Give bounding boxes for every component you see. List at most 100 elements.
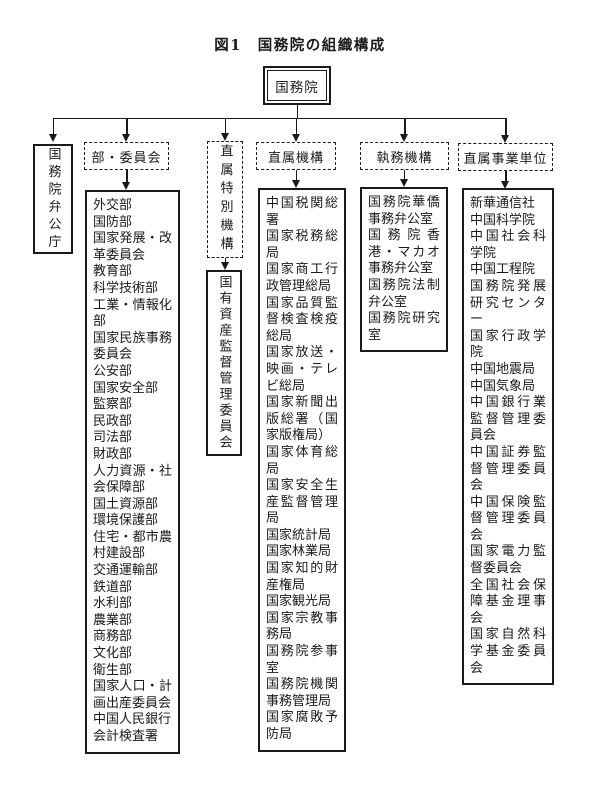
- root-label: 国務院: [267, 70, 327, 101]
- arrow-down-icon: [400, 134, 408, 142]
- org-item: 国家自然科学基金委員会: [470, 627, 546, 676]
- list-office-organs: 国務院華僑事務弁公室国務院香港・マカオ事務弁公室国務院法制弁公室国務院研究室: [360, 187, 448, 353]
- org-item: 中国税関総署: [266, 196, 338, 228]
- header-direct-organs: 直属機構: [256, 142, 336, 170]
- org-item: 国家林業局: [266, 544, 332, 560]
- connector-drop-6: [505, 118, 507, 136]
- box-bangongting: 国務院弁公庁: [33, 144, 73, 254]
- arrow-down-icon: [501, 135, 509, 143]
- connector-trunk: [53, 117, 507, 119]
- org-item: 国務院香港・マカオ事務弁公室: [368, 228, 440, 277]
- org-item: 衛生部: [93, 662, 133, 678]
- org-item: 中国保険監督管理委員会: [470, 494, 546, 543]
- org-item: 財政部: [93, 446, 133, 462]
- connector-office-organs: [403, 170, 405, 181]
- org-item: 国家安全部: [93, 380, 159, 396]
- connector-drop-2: [126, 118, 128, 135]
- org-item: 国家民族事務委員会: [93, 330, 172, 363]
- org-item: 中国銀行業監督管理委員会: [470, 395, 546, 444]
- org-item: 国家発展・改革委員会: [93, 231, 172, 263]
- org-item: 中国証券監督管理委員会: [470, 444, 546, 494]
- box-sasac: 国有資産監督管理委員会: [206, 270, 242, 456]
- org-item: 中国地震局: [470, 361, 536, 377]
- org-item: 環境保護部: [93, 513, 159, 529]
- org-item: 国家行政学院: [470, 328, 546, 361]
- connector-drop-5: [404, 118, 406, 135]
- org-item: 文化部: [93, 646, 133, 662]
- org-item: 中国気象局: [470, 378, 536, 394]
- org-item: 民政部: [93, 413, 133, 429]
- org-item: 国土資源部: [93, 496, 159, 512]
- header-office-organs: 執務機構: [360, 142, 449, 170]
- arrow-down-icon: [48, 134, 57, 142]
- special-label: 直属特別機構: [217, 144, 233, 255]
- org-item: 外交部: [93, 198, 133, 213]
- org-item: 国務院研究室: [368, 311, 440, 343]
- org-item: 監察部: [93, 397, 133, 413]
- arrow-down-icon: [399, 179, 408, 187]
- org-item: 司法部: [93, 430, 133, 446]
- connector-root-stub: [296, 105, 298, 118]
- connector-ministries: [126, 170, 128, 183]
- org-item: 全国社会保障基金理事会: [470, 577, 546, 626]
- list-direct-organs: 中国税関総署国家税務総局国家商工行政管理総局国家品質監督検査検疫総局国家放送・映…: [258, 188, 346, 752]
- org-item: 国家税務総局: [266, 229, 338, 261]
- root-box: 国務院: [263, 66, 331, 105]
- org-item: 国務院法制弁公室: [368, 277, 440, 310]
- connector-institutions: [505, 171, 507, 183]
- org-item: 商務部: [93, 629, 133, 645]
- connector-drop-4: [295, 118, 297, 135]
- org-item: 国家電力監督委員会: [470, 544, 546, 577]
- arrow-down-icon: [291, 180, 300, 188]
- org-item: 人力資源・社会保障部: [93, 463, 172, 496]
- org-item: 交通運輸部: [93, 563, 159, 579]
- org-item: 国家商工行政管理総局: [266, 262, 338, 294]
- header-special: 直属特別機構: [207, 141, 243, 258]
- org-item: 国防部: [93, 214, 133, 230]
- org-item: 国家統計局: [266, 527, 332, 543]
- org-item: 国家知的財産権局: [266, 561, 338, 593]
- org-item: 国家新聞出版総署（国家版権局）: [266, 395, 338, 444]
- org-item: 国家放送・映画・テレビ総局: [266, 345, 338, 394]
- org-item: 中国科学院: [470, 212, 536, 228]
- arrow-down-icon: [220, 133, 229, 141]
- org-item: 国務院参事室: [266, 644, 338, 676]
- org-item: 農業部: [93, 612, 133, 628]
- org-item: 工業・情報化部: [93, 297, 172, 330]
- org-item: 水利部: [93, 596, 133, 612]
- org-item: 中国工程院: [470, 262, 536, 278]
- arrow-down-icon: [501, 181, 509, 189]
- bangongting-label: 国務院弁公庁: [45, 146, 61, 252]
- list-institutions: 新華通信社中国科学院中国社会科学院中国工程院国務院発展研究センター国家行政学院中…: [462, 188, 554, 686]
- connector-special: [224, 258, 226, 264]
- list-ministries: 外交部国防部国家発展・改革委員会教育部科学技術部工業・情報化部国家民族事務委員会…: [85, 190, 180, 754]
- header-institutions: 直属事業単位: [458, 143, 553, 171]
- org-item: 科学技術部: [93, 280, 159, 296]
- org-item: 国家宗教事務局: [266, 610, 338, 643]
- header-ministries: 部・委員会: [84, 142, 169, 170]
- org-item: 国務院華僑事務弁公室: [368, 195, 440, 227]
- org-item: 国家人口・計画出産委員会: [93, 679, 172, 711]
- org-item: 中国人民銀行: [93, 712, 172, 728]
- sasac-label: 国有資産監督管理委員会: [216, 275, 232, 451]
- arrow-down-icon: [220, 262, 229, 270]
- org-item: 教育部: [93, 264, 133, 280]
- connector-drop-1: [52, 118, 54, 135]
- chart-title: 図1 国務院の組織構成: [214, 37, 386, 54]
- org-item: 国家腐敗予防局: [266, 710, 338, 742]
- org-item: 国務院発展研究センター: [470, 278, 546, 328]
- org-item: 会計検査署: [93, 729, 159, 744]
- org-item: 中国社会科学院: [470, 229, 546, 261]
- connector-direct-organs: [295, 170, 297, 182]
- org-item: 住宅・都市農村建設部: [93, 529, 172, 562]
- org-item: 国務院機関事務管理局: [266, 677, 338, 709]
- org-item: 国家体育総局: [266, 444, 338, 477]
- org-item: 鉄道部: [93, 579, 133, 595]
- org-item: 国家観光局: [266, 594, 332, 610]
- arrow-down-icon: [291, 134, 300, 142]
- arrow-down-icon: [122, 134, 130, 142]
- arrow-down-icon: [122, 182, 130, 190]
- org-item: 公安部: [93, 363, 133, 379]
- org-item: 国家品質監督検査検疫総局: [266, 295, 338, 344]
